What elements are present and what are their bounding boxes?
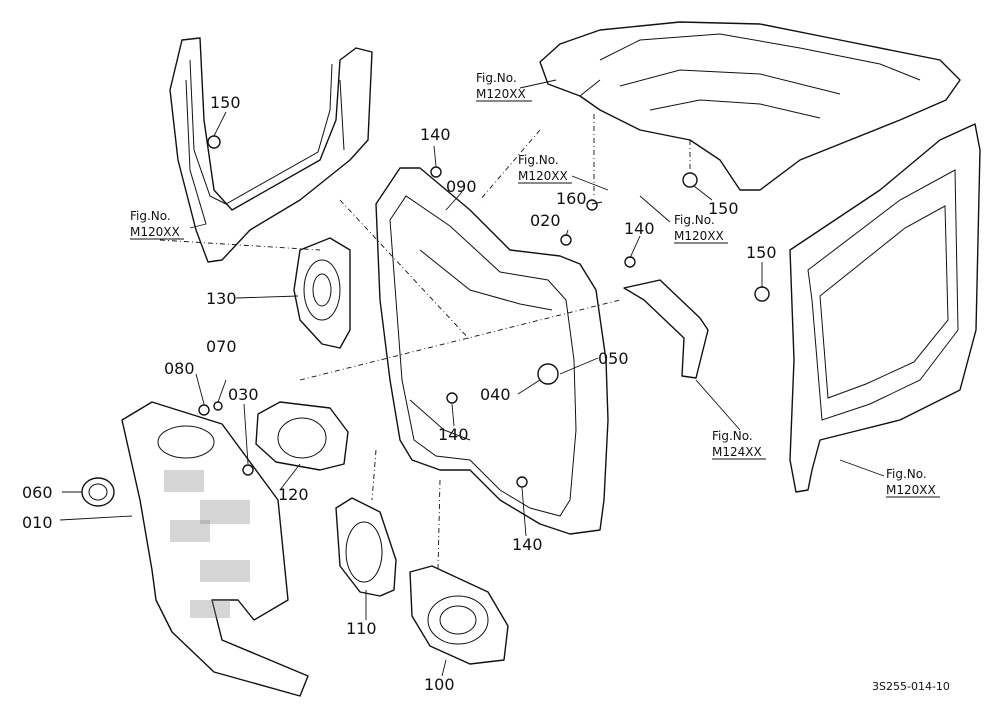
callout-150-c: 150	[746, 243, 777, 262]
bracket-assembly	[623, 279, 709, 379]
callout-040: 040	[480, 385, 511, 404]
fasteners	[198, 135, 770, 488]
fig-ref-mid-a: Fig.No. M120XX	[518, 153, 572, 184]
drawing-code: 3S255-014-10	[872, 680, 950, 693]
callout-060: 060	[22, 483, 53, 502]
callout-140-d: 140	[512, 535, 543, 554]
figure-references: Fig.No. M120XX Fig.No. M120XX Fig.No. M1…	[130, 71, 940, 498]
callout-130: 130	[206, 289, 237, 308]
fig-ref-mid-b: Fig.No. M120XX	[674, 213, 728, 244]
callout-010: 010	[22, 513, 53, 532]
callout-030: 030	[228, 385, 259, 404]
svg-text:Fig.No.: Fig.No.	[886, 467, 927, 481]
bezel-100	[409, 565, 509, 665]
svg-text:M120XX: M120XX	[886, 483, 936, 497]
svg-text:M124XX: M124XX	[712, 445, 762, 459]
callout-110: 110	[346, 619, 377, 638]
svg-text:Fig.No.: Fig.No.	[712, 429, 753, 443]
callout-070: 070	[206, 337, 237, 356]
callout-140-a: 140	[420, 125, 451, 144]
svg-text:M120XX: M120XX	[518, 169, 568, 183]
callout-050: 050	[598, 349, 629, 368]
svg-text:Fig.No.: Fig.No.	[674, 213, 715, 227]
fig-ref-left: Fig.No. M120XX	[130, 209, 184, 240]
callout-140-c: 140	[438, 425, 469, 444]
svg-text:M120XX: M120XX	[130, 225, 180, 239]
callout-140-b: 140	[624, 219, 655, 238]
svg-text:M120XX: M120XX	[674, 229, 724, 243]
fig-ref-top: Fig.No. M120XX	[476, 71, 532, 102]
callout-labels: 150 140 090 160 020 140 150 150 130 070 …	[22, 93, 777, 694]
fig-ref-right: Fig.No. M120XX	[886, 467, 940, 498]
light-lens-120	[255, 401, 349, 471]
fig-ref-m124: Fig.No. M124XX	[712, 429, 766, 460]
right-frame-panel	[789, 123, 981, 493]
svg-text:Fig.No.: Fig.No.	[476, 71, 517, 85]
svg-text:M120XX: M120XX	[476, 87, 526, 101]
callout-020: 020	[530, 211, 561, 230]
callout-160: 160	[556, 189, 587, 208]
svg-text:Fig.No.: Fig.No.	[130, 209, 171, 223]
callout-150-a: 150	[210, 93, 241, 112]
emblem-060	[81, 477, 115, 507]
front-grille-frame	[375, 167, 609, 535]
left-frame-panel	[169, 37, 373, 263]
leader-lines	[59, 79, 885, 677]
hood-roof-panel	[539, 21, 961, 191]
headlight-housing-130	[293, 237, 351, 349]
svg-text:Fig.No.: Fig.No.	[518, 153, 559, 167]
front-grille-010	[121, 401, 309, 697]
callout-080: 080	[164, 359, 195, 378]
callout-120: 120	[278, 485, 309, 504]
callout-150-b: 150	[708, 199, 739, 218]
callout-100: 100	[424, 675, 455, 694]
bezel-110	[335, 497, 397, 597]
callout-090: 090	[446, 177, 477, 196]
